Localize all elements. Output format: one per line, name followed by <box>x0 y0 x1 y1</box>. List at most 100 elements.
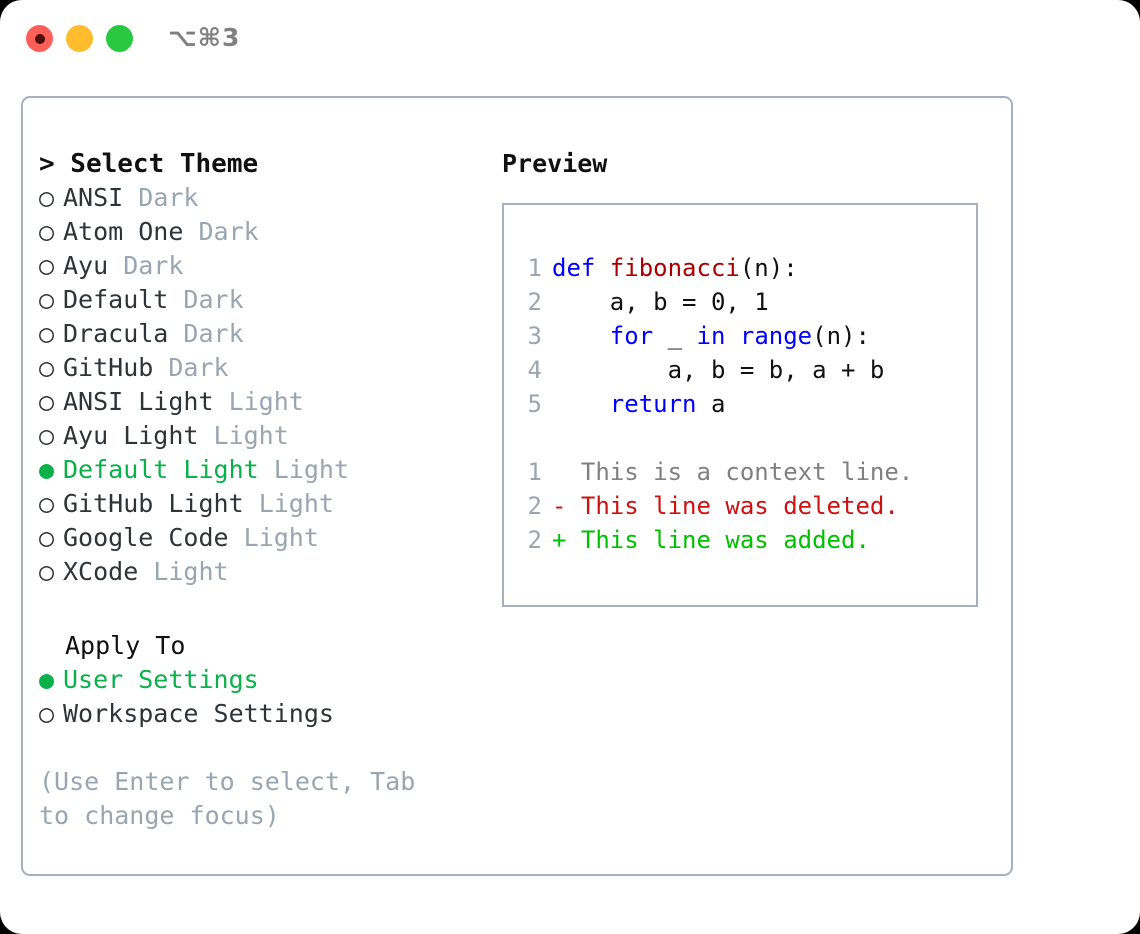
theme-name: Ayu Light <box>63 421 199 450</box>
code-token <box>552 390 610 418</box>
apply-to-label: Workspace Settings <box>63 699 334 728</box>
diff-marker <box>552 458 566 486</box>
diff-text: This is a context line. <box>566 458 914 486</box>
code-token: a, b = b, a + b <box>552 356 885 384</box>
radio-unselected-icon[interactable]: ○ <box>39 421 55 450</box>
line-number: 3 <box>527 322 542 350</box>
theme-name: GitHub <box>63 353 154 382</box>
theme-list-item[interactable]: ○ GitHub Light Light <box>39 487 479 521</box>
theme-list-item[interactable]: ○ ANSI Light Light <box>39 385 479 419</box>
theme-selection-panel: > Select Theme ○ANSI Dark○Atom One Dark○… <box>39 147 479 833</box>
code-line: 3 for _ in range(n): <box>522 319 913 353</box>
radio-unselected-icon[interactable]: ○ <box>39 217 55 246</box>
code-token: (n): <box>739 254 798 282</box>
theme-list-item[interactable]: ○Atom One Dark <box>39 215 479 249</box>
line-number: 1 <box>527 458 542 486</box>
radio-unselected-icon[interactable]: ○ <box>39 387 55 416</box>
radio-unselected-icon[interactable]: ○ <box>39 699 55 728</box>
radio-selected-icon[interactable]: ● <box>39 665 55 694</box>
theme-list-item[interactable]: ○ ANSI Dark <box>39 181 479 215</box>
diff-text: This line was added. <box>566 526 870 554</box>
theme-category: Dark <box>183 319 244 348</box>
theme-category: Light <box>153 557 229 586</box>
line-number: 2 <box>527 288 542 316</box>
code-token: in <box>696 322 726 350</box>
window-shortcut-label: ⌥⌘3 <box>168 23 241 52</box>
line-number: 2 <box>527 492 542 520</box>
theme-category: Light <box>258 489 334 518</box>
theme-category: Dark <box>138 183 199 212</box>
code-token: range <box>739 322 813 350</box>
keyboard-hint-text: (Use Enter to select, Tab to change focu… <box>39 767 416 830</box>
apply-to-list[interactable]: ● User Settings ○ Workspace Settings <box>39 663 479 731</box>
theme-list-item[interactable]: ○ Dracula Dark <box>39 317 479 351</box>
line-number: 2 <box>527 526 542 554</box>
code-token <box>725 322 739 350</box>
theme-category: Light <box>213 421 289 450</box>
theme-list-item[interactable]: ○ XCode Light <box>39 555 479 589</box>
code-line: 4 a, b = b, a + b <box>522 353 913 387</box>
theme-list-item[interactable]: ○ Ayu Light Light <box>39 419 479 453</box>
theme-name: Dracula <box>63 319 169 348</box>
theme-list-item[interactable]: ○ GitHub Dark <box>39 351 479 385</box>
minimize-button[interactable] <box>66 25 93 52</box>
theme-category: Dark <box>168 353 229 382</box>
theme-category: Light <box>273 455 349 484</box>
code-token: for <box>609 322 654 350</box>
radio-unselected-icon[interactable]: ○ <box>39 319 55 348</box>
theme-name: GitHub Light <box>63 489 244 518</box>
theme-name: Default Light <box>63 455 259 484</box>
theme-category: Dark <box>123 251 184 280</box>
theme-name: Google Code <box>63 523 229 552</box>
theme-category: Light <box>228 387 304 416</box>
code-token <box>552 322 610 350</box>
theme-name: ANSI Light <box>63 387 214 416</box>
theme-category: Dark <box>183 285 244 314</box>
code-token: a, b = 0, 1 <box>552 288 769 316</box>
theme-name: XCode <box>63 557 139 586</box>
diff-line: 2+ This line was added. <box>522 523 913 557</box>
theme-picker-dialog: > Select Theme ○ANSI Dark○Atom One Dark○… <box>21 96 1013 876</box>
maximize-button[interactable] <box>106 25 133 52</box>
code-token: fibonacci <box>609 254 740 282</box>
theme-list-item[interactable]: ○ Default Dark <box>39 283 479 317</box>
diff-text: This line was deleted. <box>566 492 899 520</box>
code-token: return <box>609 390 697 418</box>
radio-unselected-icon[interactable]: ○ <box>39 353 55 382</box>
diff-line: 1 This is a context line. <box>522 455 914 489</box>
theme-name: Atom One <box>63 217 184 246</box>
theme-list-item[interactable]: ○ Google Code Light <box>39 521 479 555</box>
radio-unselected-icon[interactable]: ○ <box>39 489 55 518</box>
code-token: (n): <box>812 322 870 350</box>
theme-list[interactable]: ○ ANSI Dark ○ Atom One Dark ○ Ayu Dark ○ Defaul… <box>39 181 479 589</box>
radio-unselected-icon[interactable]: ○ <box>39 285 55 314</box>
theme-list-item[interactable]: ○ Ayu Dark <box>39 249 479 283</box>
radio-selected-icon[interactable]: ● <box>39 455 55 484</box>
code-spacer <box>522 421 913 455</box>
radio-unselected-icon[interactable]: ○ <box>39 523 55 552</box>
theme-category: Light <box>243 523 319 552</box>
line-number: 1 <box>527 254 542 282</box>
theme-name: Ayu <box>63 251 109 280</box>
code-line: 5 return a <box>522 387 913 421</box>
radio-unselected-icon[interactable]: ○ <box>39 183 55 212</box>
apply-to-item[interactable]: ○ Workspace Settings <box>39 697 479 731</box>
theme-list-item[interactable]: ● Default Light Light <box>39 453 479 487</box>
apply-to-item[interactable]: ● User Settings <box>39 663 479 697</box>
close-button[interactable] <box>26 25 53 52</box>
radio-unselected-icon[interactable]: ○ <box>39 557 55 586</box>
theme-name: Default <box>63 285 169 314</box>
theme-name: ANSI <box>63 183 124 212</box>
code-token: a <box>696 390 726 418</box>
title-bar: ⌥⌘3 <box>0 0 1140 76</box>
code-line: 2 a, b = 0, 1 <box>522 285 913 319</box>
apply-to-header: Apply To <box>65 631 186 660</box>
radio-unselected-icon[interactable]: ○ <box>39 251 55 280</box>
line-number: 5 <box>527 390 542 418</box>
apply-to-label: User Settings <box>63 665 259 694</box>
diff-line: 2- This line was deleted. <box>522 489 913 523</box>
